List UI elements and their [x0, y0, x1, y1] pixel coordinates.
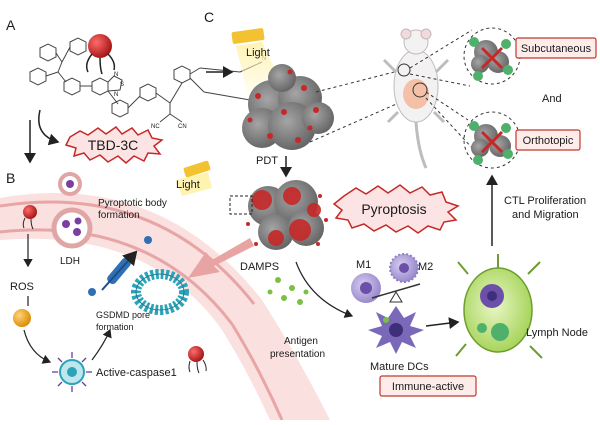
probe-ball-icon: [85, 34, 116, 75]
zoom-line-upper: [315, 69, 403, 93]
arrow-pdt-to-pyroptosis: [188, 238, 254, 278]
panel-c-label: C: [204, 9, 214, 25]
arrow-caspase-to-gsdmd: [91, 328, 112, 361]
active-caspase-icon: [52, 352, 92, 392]
ros-orange-icon: [13, 309, 31, 327]
tbd-3c-label: TBD-3C: [88, 137, 139, 153]
mature-dcs-label: Mature DCs: [370, 361, 429, 373]
antigen-label-1: Antigen: [284, 336, 318, 347]
subcutaneous-tumor-inset: [463, 27, 521, 85]
inset-line-1: [409, 29, 473, 69]
ldh-label: LDH: [60, 256, 80, 267]
gsdmd-pore-icon: [131, 269, 189, 315]
tbd-3c-badge: TBD-3C: [64, 125, 164, 164]
pyroptosis-label: Pyroptosis: [361, 201, 426, 217]
svg-text:N: N: [114, 72, 118, 78]
panel-b-label: B: [6, 170, 15, 186]
immune-active-box: Immune-active: [379, 375, 477, 397]
balance-icon: [371, 283, 421, 303]
antigen-label-2: presentation: [270, 349, 325, 360]
damaged-tumor-icon: [246, 180, 328, 250]
orthotopic-box: Orthotopic: [515, 129, 581, 151]
ros-label: ROS: [10, 281, 34, 293]
arrow-to-caspase: [23, 329, 52, 364]
gsdmd-label-2: formation: [96, 322, 134, 332]
cell-membrane: [0, 193, 330, 421]
inset-line-2: [409, 73, 471, 87]
pdt-label: PDT: [256, 155, 278, 167]
lymph-node-label: Lymph Node: [526, 327, 588, 339]
probe-ball-b2-icon: [188, 346, 207, 374]
mature-dc-icon: [368, 306, 424, 354]
pyroptotic-body-large: [51, 207, 93, 249]
m1-label: M1: [356, 259, 371, 271]
tumor-cluster-icon: [242, 64, 334, 150]
probe-ball-b-icon: [22, 205, 37, 230]
tbd-3c-structure: [29, 37, 269, 123]
subcutaneous-label: Subcutaneous: [521, 43, 592, 55]
pyroptosis-badge: Pyroptosis: [332, 184, 460, 234]
svg-text:NC: NC: [151, 124, 160, 130]
inset-line-3: [425, 91, 469, 121]
ctl-label-1: CTL Proliferation: [504, 195, 586, 207]
light-source-b-icon: Light: [176, 160, 212, 196]
ctl-label-2: and Migration: [512, 209, 579, 221]
svg-text:S: S: [120, 82, 124, 88]
panel-a-label: A: [6, 17, 16, 33]
ldh-channel-icon: [88, 236, 152, 296]
subcutaneous-box: Subcutaneous: [515, 37, 597, 59]
m2-macrophage-icon: [389, 253, 419, 283]
light-c-label: Light: [246, 47, 270, 59]
damps-label: DAMPS: [240, 261, 279, 273]
immune-active-label: Immune-active: [392, 381, 464, 393]
zoom-box: [229, 195, 253, 215]
lymph-node-icon: [455, 254, 543, 359]
m1-macrophage-icon: [351, 273, 381, 303]
orthotopic-label: Orthotopic: [523, 135, 574, 147]
pyroptotic-body-label-1: Pyroptotic body: [98, 198, 167, 209]
arrow-dc-to-lymph: [425, 317, 460, 330]
light-b-label: Light: [176, 179, 200, 191]
pyroptotic-body-label-2: formation: [98, 210, 140, 221]
m2-label: M2: [418, 261, 433, 273]
orthotopic-tumor-inset: [463, 111, 521, 169]
arrow-damps-to-dc: [295, 261, 354, 318]
active-caspase-label: Active-caspase1: [96, 367, 177, 379]
svg-text:CN: CN: [178, 124, 187, 130]
arrow-to-tbd: [38, 109, 60, 146]
gsdmd-label-1: GSDMD pore: [96, 310, 150, 320]
mouse-model-icon: [382, 28, 450, 169]
svg-text:N: N: [114, 92, 118, 98]
pyroptotic-body-small: [58, 172, 82, 196]
and-label: And: [542, 93, 562, 105]
damps-particles: [267, 277, 309, 305]
zoom-line-lower: [309, 97, 411, 143]
